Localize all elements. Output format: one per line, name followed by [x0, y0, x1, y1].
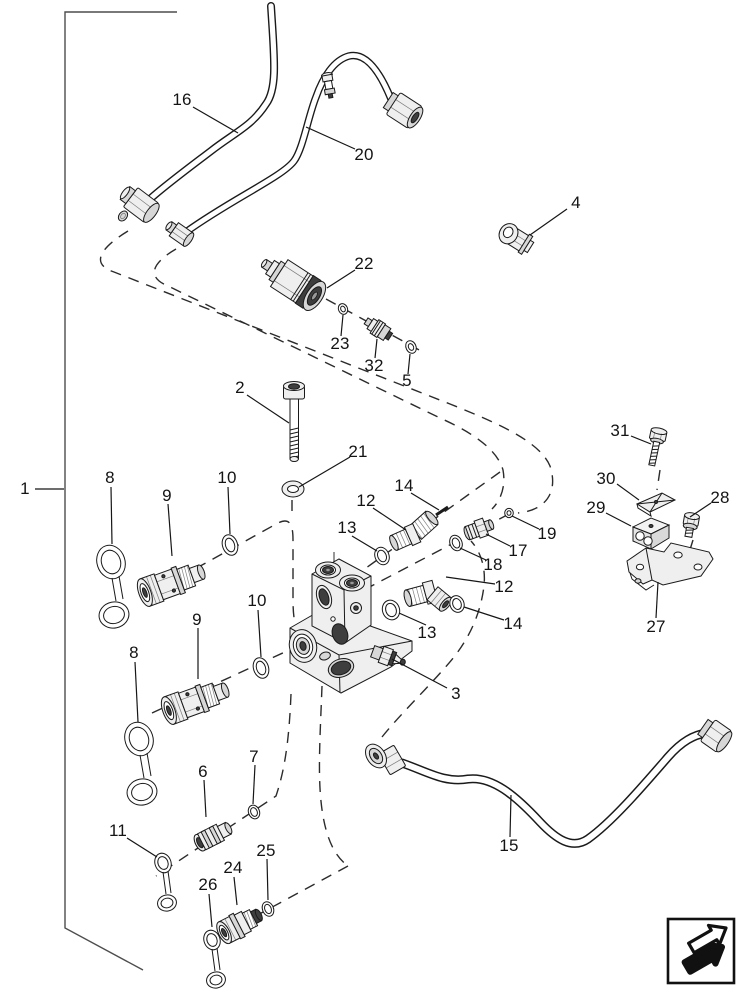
- callout-part-10: 10: [217, 468, 237, 487]
- part-10-oring-upper: [221, 534, 239, 556]
- callout-part-17: 17: [508, 541, 528, 560]
- callout-part-26: 26: [198, 875, 218, 894]
- callout-part-31: 31: [610, 421, 630, 440]
- part-21-washer: [281, 480, 305, 498]
- part-18-oring: [449, 534, 463, 552]
- callout-part-14: 14: [394, 476, 414, 495]
- callout-part-29: 29: [586, 498, 606, 517]
- callout-part-8: 8: [105, 468, 115, 487]
- callout-part-19: 19: [537, 524, 557, 543]
- part-2-bolt: [283, 381, 305, 462]
- callout-part-15: 15: [499, 836, 519, 855]
- callout-part-16: 16: [172, 90, 192, 109]
- callout-part-22: 22: [354, 254, 374, 273]
- callout-part-2: 2: [235, 378, 245, 397]
- callout-part-27: 27: [646, 617, 666, 636]
- part-10-oring-lower: [252, 657, 270, 679]
- callout-part-12: 12: [494, 577, 514, 596]
- part-22-accumulator: [260, 258, 327, 311]
- callout-part-12: 12: [356, 491, 376, 510]
- callout-part-6: 6: [198, 762, 208, 781]
- part-4-plug: [498, 223, 535, 255]
- callout-part-20: 20: [354, 145, 374, 164]
- callout-part-23: 23: [330, 334, 350, 353]
- callout-part-14: 14: [503, 614, 523, 633]
- bleeder-fitting: [320, 72, 336, 99]
- callout-part-21: 21: [348, 442, 368, 461]
- part-3-manifold: [288, 558, 413, 694]
- callout-part-30: 30: [596, 469, 616, 488]
- callout-part-3: 3: [451, 684, 461, 703]
- callout-part-4: 4: [571, 193, 581, 212]
- part-31-bolt: [648, 427, 668, 467]
- part-12-elbow-upper: [389, 510, 439, 551]
- kit-1-bracket: [64, 11, 177, 971]
- part-24-coupler: [216, 908, 263, 945]
- callout-part-25: 25: [256, 841, 276, 860]
- part-30-plate: [635, 492, 677, 518]
- part-7-oring: [247, 804, 261, 820]
- page-corner-arrow-icon: [666, 917, 736, 985]
- part-17-connector: [463, 517, 495, 541]
- callout-part-10: 10: [247, 591, 267, 610]
- part-32-fitting: [363, 317, 394, 342]
- part-15-tube: [365, 718, 733, 848]
- part-12-elbow-lower: [403, 579, 453, 612]
- callout-part-7: 7: [249, 747, 259, 766]
- callout-part-8: 8: [129, 643, 139, 662]
- part-5-oring: [405, 340, 417, 354]
- callout-part-9: 9: [192, 610, 202, 629]
- part-29-clamp: [631, 517, 671, 550]
- part-23-oring: [337, 303, 349, 315]
- callout-part-5: 5: [402, 371, 412, 390]
- callout-part-13: 13: [337, 518, 357, 537]
- part-25-oring: [261, 901, 275, 917]
- callout-part-28: 28: [710, 488, 730, 507]
- callout-part-1: 1: [20, 479, 30, 498]
- part-20-tube: [165, 51, 424, 247]
- callout-part-9: 9: [162, 486, 172, 505]
- part-27-bracket: [626, 542, 714, 591]
- callout-part-11: 11: [108, 821, 128, 840]
- callout-part-13: 13: [417, 623, 437, 642]
- part-13-oring-upper: [374, 546, 390, 566]
- callout-part-18: 18: [483, 555, 503, 574]
- callout-part-24: 24: [223, 858, 243, 877]
- part-14-ring-upper: [435, 505, 449, 517]
- part-16-tube: [117, 2, 279, 223]
- part-6-adapter: [193, 821, 233, 852]
- part-19-oring: [504, 507, 514, 519]
- part-14-oring-lower: [449, 595, 465, 613]
- callout-part-32: 32: [364, 356, 384, 375]
- part-13-oring-lower: [381, 599, 401, 621]
